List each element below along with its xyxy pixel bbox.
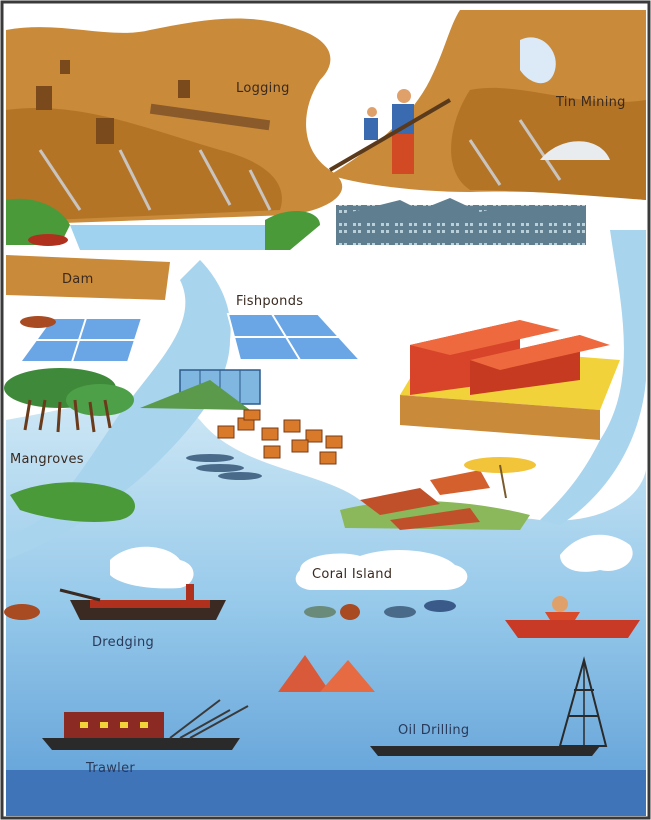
- dam-wall: [6, 255, 170, 300]
- ore-pile: [540, 141, 610, 160]
- dam-vegetation-right: [265, 210, 320, 250]
- coral-island-cloud: [295, 550, 468, 590]
- dam-vegetation-left: [6, 198, 70, 245]
- trawler-ship: [42, 699, 249, 750]
- mining-water-spray: [520, 37, 556, 84]
- east-river: [540, 230, 646, 525]
- left-buoy-boat: [4, 604, 40, 620]
- hills-left-shade: [6, 108, 282, 222]
- wave-splash: [560, 534, 633, 572]
- village-houses: [217, 409, 343, 465]
- label-fishponds: Fishponds: [236, 294, 303, 309]
- pond-boat: [20, 316, 56, 328]
- label-mangroves: Mangroves: [10, 452, 84, 467]
- red-boat: [28, 234, 68, 246]
- tree-stumps: [36, 60, 271, 144]
- label-trawler: Trawler: [85, 761, 135, 776]
- oil-drilling-platform: [370, 656, 608, 756]
- deep-sea-band: [6, 770, 646, 816]
- river-channel: [6, 260, 231, 560]
- label-logging: Logging: [236, 81, 290, 96]
- erosion-streaks: [38, 119, 562, 211]
- dam-reservoir: [70, 225, 280, 250]
- factory: [400, 320, 620, 440]
- city-roofline: [336, 198, 586, 215]
- fishponds: [18, 313, 363, 363]
- mangrove-trees: [4, 368, 134, 433]
- beach-resort: [340, 457, 536, 530]
- village-boats: [186, 454, 262, 480]
- label-oil-drilling: Oil Drilling: [398, 723, 469, 738]
- label-tin-mining: Tin Mining: [555, 95, 626, 110]
- miners: [328, 89, 452, 174]
- smoke-plume: [110, 546, 194, 589]
- label-dredging: Dredging: [92, 635, 154, 650]
- green-landmass: [10, 482, 135, 522]
- fish-group: [304, 600, 456, 620]
- dredging-ship: [59, 584, 226, 620]
- label-coral-island: Coral Island: [312, 567, 392, 582]
- label-dam: Dam: [62, 272, 94, 287]
- red-fishing-boat: [505, 596, 640, 638]
- fish-cages: [140, 369, 261, 410]
- coral-mounds: [278, 655, 375, 692]
- hills-right-shade: [451, 87, 646, 200]
